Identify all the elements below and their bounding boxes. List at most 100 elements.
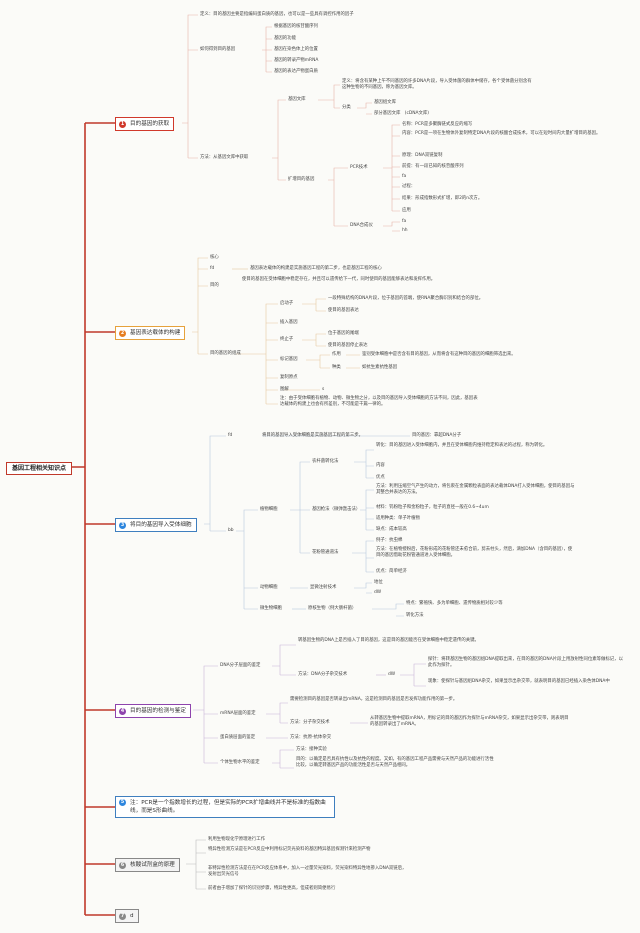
node-indiv-method[interactable]: 方法：接种实验 — [296, 747, 327, 752]
node-promoter-role[interactable]: 使目的基因表达 — [328, 308, 359, 313]
node-purpose[interactable]: 目的基因：靠超DNA分子 — [412, 433, 462, 438]
node-gun-flaw[interactable]: 缺点：成本较高 — [376, 527, 407, 532]
node-pcr-result[interactable]: 结果：形成指数形式扩增，即2的n次方。 — [402, 196, 483, 201]
node-indiv-purpose[interactable]: 目的：以确定是否具有抗性以及抗性的程度。又如，有的基因工程产品需要与天然产品的功… — [296, 757, 494, 768]
node-definition[interactable]: 定义：目的基因主要是指编码蛋白质的基因，也可以是一些具有调控作用的因子 — [200, 12, 354, 17]
node-figure-s[interactable]: s — [322, 387, 325, 392]
node-plant-cell[interactable]: 植物细胞 — [260, 507, 278, 512]
node-kind-text[interactable]: 如抗生素抗性基因 — [362, 365, 398, 370]
node-micro-dw[interactable]: dW — [374, 590, 382, 595]
topic-node-3[interactable]: 3 将目的基因导入受体细胞 — [115, 518, 197, 532]
node-kit-item[interactable]: 非特异性检测方法是在在PCR反应体系中，加入一过量荧光染料，荧光染料特异性地掺入… — [208, 866, 407, 877]
node-partial-library[interactable]: 部分基因文库 (cDNA文库) — [374, 111, 430, 116]
node-pcr-apply[interactable]: 应用 — [402, 208, 411, 213]
node-marker-gene[interactable]: 标记基因 — [280, 357, 298, 362]
node-transformation[interactable]: 转化：目的基因进入受体细胞内，并且在受体细胞内维持稳定和表达的过程，称为转化。 — [376, 443, 548, 448]
node-method[interactable]: 方法：从基因文库中获取 — [200, 155, 249, 160]
node-gene-gun[interactable]: 基因枪法（微弹轰击法） — [312, 507, 361, 512]
node-mrna-text[interactable]: 需要检测目的基因是否转录出mRNA，这是检测目的基因是否发挥功能作用的第一步。 — [290, 697, 458, 702]
node-phenomenon[interactable]: 现象：使探针与基因组DNA杂交，如果显示出杂交带，就表明目的基因已经插入染色体D… — [428, 679, 610, 684]
node-pcr-name[interactable]: 名称：PCR是多聚酶链式反应的缩写 — [402, 122, 473, 127]
node-dna-synthesizer[interactable]: DNA合成仪 — [350, 223, 373, 228]
node-classify[interactable]: 分类 — [342, 105, 351, 110]
node-pollen-tube[interactable]: 花粉管通道法 — [312, 550, 339, 555]
node-gun-method[interactable]: 方法：利用压缩空气产生的动力，将包裹在金属颗粒表面的表达载体DNA打入受体细胞，… — [376, 484, 575, 495]
node-mrna-level[interactable]: mRNA层面的鉴定 — [220, 711, 256, 716]
node-effect[interactable]: 作用 — [332, 352, 341, 357]
node-prok-feature[interactable]: 特点：繁殖快、多为单细胞、遗传物质相对较少等 — [406, 601, 503, 606]
node-kit-item[interactable]: 利用生物现化学原理进行工作 — [208, 837, 266, 842]
node-dw[interactable]: dW — [388, 672, 396, 677]
node-protein-level[interactable]: 蛋白质层面的鉴定 — [220, 735, 256, 740]
node-individual-level[interactable]: 个体生物水平的鉴定 — [220, 760, 260, 765]
node-fd-text[interactable]: 将目的基因导入受体细胞是实施基因工程的第三步。 — [262, 433, 363, 438]
node-note[interactable]: 注：由于受体细胞有植物、动物、微生物之分，以及目的基因导入受体细胞的方法不同，因… — [280, 396, 478, 407]
node-gene-library[interactable]: 基因文库 — [288, 97, 306, 102]
node-dna-level[interactable]: DNA分子层面的鉴定 — [220, 663, 261, 668]
node-animal-cell[interactable]: 动物细胞 — [260, 585, 278, 590]
topic-node-5[interactable]: 5 注：PCR是一个指数增长的过程，但是实际的PCR扩增曲线并不是标准的指数曲线… — [115, 796, 335, 818]
node-howto-item[interactable]: 基因的表达产物蛋白质 — [274, 69, 318, 74]
node-pollen-method[interactable]: 方法：在植物授粉后，花粉形成的花粉管还未愈合前，剪去柱头，然后，滴加DNA（含目… — [376, 547, 573, 558]
node-genome-library[interactable]: 基因组文库 — [374, 100, 396, 105]
node-bb[interactable]: bb — [228, 528, 234, 533]
node-promoter-desc[interactable]: 一段特殊结构的DNA片段，位于基因的首端，使RNA聚合酶识别和结合的部位。 — [328, 296, 484, 301]
node-howto-item[interactable]: 根据基因的核苷酸序列 — [274, 24, 318, 29]
node-micro-status[interactable]: 地位 — [374, 580, 383, 585]
node-library-definition[interactable]: 定义：将含有某种上午不同基因的许多DNA片段，导入受体菌的群体中储存，各个受体菌… — [342, 79, 532, 90]
node-content[interactable]: 内容 — [376, 463, 385, 468]
node-purpose[interactable]: 目的 — [210, 283, 219, 288]
node-mrna-detail[interactable]: 从转基因生物中提取mRNA，用标记的目的基因作为探针与mRNA杂交，如果显示出杂… — [370, 716, 569, 727]
node-terminator-pos[interactable]: 位于基因的尾端 — [328, 331, 359, 336]
node-fd-text[interactable]: 基因表达载体的构建是实施基因工程的第二步，也是基因工程的核心 — [250, 266, 382, 271]
node-pcr-principle[interactable]: 原理：DNA双链复制 — [402, 153, 443, 158]
topic-node-7[interactable]: 7 d — [115, 909, 139, 923]
node-dna-text[interactable]: 转基因生物的DNA上是否插入了目的基因，这是目的基因能否在受体细胞中稳定遗传的关… — [298, 638, 479, 643]
node-insert-gene[interactable]: 插入基因 — [280, 320, 298, 325]
root-node[interactable]: 基因工程相关知识点 — [6, 462, 72, 475]
node-pcr-fa[interactable]: fa — [402, 174, 407, 179]
node-protein-method[interactable]: 方法：抗原-抗体杂交 — [290, 735, 332, 740]
node-how-to-get[interactable]: 如何得到目的基因 — [200, 47, 236, 52]
topic-node-6[interactable]: 6 核酸试剂盒的原理 — [115, 858, 180, 872]
node-pollen-adv[interactable]: 优点：简单经济 — [376, 569, 407, 574]
node-pollen-example[interactable]: 例子：抗虫棉 — [376, 538, 403, 543]
node-fd[interactable]: fd — [228, 433, 233, 438]
node-microinjection[interactable]: 显微注射技术 — [310, 585, 337, 590]
node-pcr-process[interactable]: 过程： — [402, 184, 416, 189]
node-pcr-premise[interactable]: 前提：有一段已知的核苷酸序列 — [402, 164, 464, 169]
topic-node-4[interactable]: 4 目的基因的检测与鉴定 — [115, 704, 191, 718]
node-hh[interactable]: hh — [402, 228, 408, 233]
node-amplify[interactable]: 扩增目的基因 — [288, 177, 315, 182]
node-composition[interactable]: 目的基因的组成 — [210, 351, 241, 356]
node-promoter[interactable]: 启动子 — [280, 301, 294, 306]
node-howto-item[interactable]: 基因的转录产物mRNA — [274, 58, 319, 63]
node-figure[interactable]: 图解 — [280, 387, 289, 392]
node-prokaryote[interactable]: 原核生物（例大肠杆菌） — [308, 606, 357, 611]
topic-node-1[interactable]: 1 目的基因的获取 — [115, 117, 175, 131]
topic-node-2[interactable]: 2 基因表达载体的构建 — [115, 326, 186, 340]
node-origin[interactable]: 复制原点 — [280, 375, 298, 380]
node-kit-item[interactable]: 前者由于增加了探针的识别步骤，特异性更高，但成者则简便易行 — [208, 886, 336, 891]
node-probe[interactable]: 探针：将转基因生物的基因组DNA提取出来，在目的基因的DNA片段上用放射性同位素… — [428, 657, 623, 668]
node-dna-method[interactable]: 方法：DNA分子杂交技术 — [298, 672, 348, 677]
node-fd[interactable]: fd — [210, 266, 215, 271]
node-howto-item[interactable]: 基因的功能 — [274, 36, 296, 41]
node-fa[interactable]: fa — [402, 219, 407, 224]
node-terminator[interactable]: 终止子 — [280, 337, 294, 342]
node-agrobacterium[interactable]: 农杆菌转化法 — [312, 459, 339, 464]
node-terminator-role[interactable]: 使目的基因停止表达 — [328, 343, 368, 348]
node-prok-method[interactable]: 转化方法 — [406, 613, 424, 618]
node-howto-item[interactable]: 基因在染色体上的位置 — [274, 47, 318, 52]
node-pcr-content[interactable]: 内容：PCR是一项在生物体外复制特定DNA片段的核酸合成技术，可以在短时间内大量… — [402, 131, 601, 136]
node-purpose-text[interactable]: 使目的基因在受体细胞中稳定存在，并且可以遗传给下一代，同时使目的基因能够表达和发… — [242, 277, 436, 282]
node-gun-scope[interactable]: 适用种类：单子叶植物 — [376, 516, 420, 521]
node-core[interactable]: 核心 — [210, 255, 219, 260]
node-gun-material[interactable]: 材料：钨粉粒子和金粉粒子，粒子的直径一般在0.6~4um — [376, 505, 489, 510]
node-effect-text[interactable]: 鉴别受体细胞中是否含有目的基因，从而将含有这种目的基因的细胞筛选出来。 — [362, 352, 516, 357]
node-microbe-cell[interactable]: 微生物细胞 — [260, 606, 282, 611]
node-mrna-method[interactable]: 方法：分子杂交技术 — [290, 720, 330, 725]
node-kit-item[interactable]: 特异性检测方法是在PCR反应中利用标记荧光染料的基因特异基因探测针来检测产物 — [208, 847, 371, 852]
node-advantage[interactable]: 优点 — [376, 475, 385, 480]
node-pcr[interactable]: PCR技术 — [350, 165, 368, 170]
